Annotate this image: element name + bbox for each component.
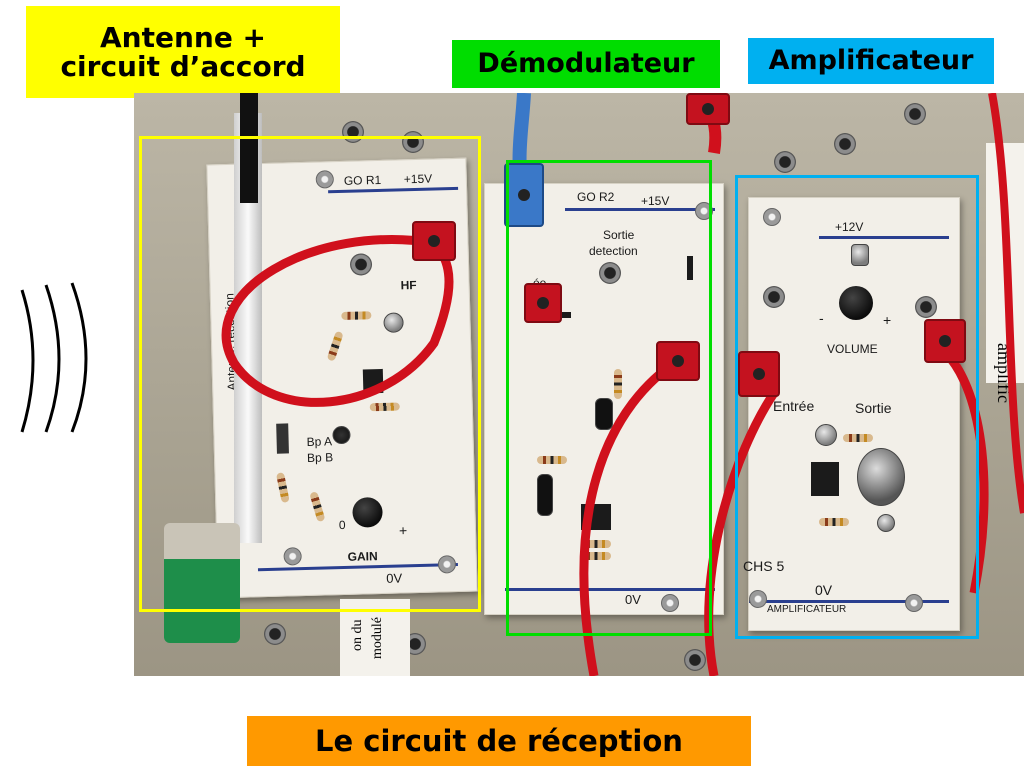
resistor — [843, 434, 873, 442]
power-bus — [819, 236, 949, 239]
capacitor — [877, 514, 895, 532]
antenna-label: Antenne + circuit d’accord — [26, 6, 340, 98]
board-label-plus15: +15V — [641, 194, 670, 208]
board-label-amplificateur: AMPLIFICATEUR — [767, 604, 847, 615]
board-label-plus12: +12V — [835, 220, 864, 234]
red-plug[interactable] — [524, 283, 562, 323]
resistor — [819, 518, 849, 526]
volume-max-label: + — [883, 312, 892, 328]
red-plug[interactable] — [686, 93, 730, 125]
board-label-go-r2: GO R2 — [577, 190, 615, 204]
demodulator-highlight-box — [506, 160, 712, 636]
blue-plug[interactable] — [504, 163, 544, 227]
amplifier-label: Amplificateur — [748, 38, 994, 84]
capacitor — [595, 398, 613, 430]
capacitor — [537, 474, 553, 516]
board-label-entree: Entrée — [773, 398, 815, 414]
ic-chip — [811, 462, 839, 496]
resistor — [537, 456, 567, 464]
screw — [661, 594, 679, 612]
resistor — [581, 552, 611, 560]
red-cable-loop — [221, 235, 454, 407]
screw — [749, 590, 767, 608]
antenna-cap — [240, 93, 258, 203]
amplifier-board: +12V - + VOLUME Entrée Sortie CHS 5 0V A… — [743, 197, 960, 631]
screw — [695, 202, 713, 220]
red-cable-right — [988, 93, 1024, 514]
capacitor — [815, 424, 837, 446]
volume-knob[interactable] — [839, 286, 873, 320]
antenna-highlight-box — [139, 136, 481, 612]
volume-min-label: - — [819, 310, 824, 326]
base-socket — [264, 623, 286, 645]
board-label-chs5: CHS 5 — [743, 558, 785, 574]
red-cable-demod — [579, 359, 677, 676]
board-label-detection: detection — [589, 244, 638, 258]
screw — [905, 594, 923, 612]
board-label-volume: VOLUME — [827, 342, 878, 356]
base-socket — [834, 133, 856, 155]
power-bus — [565, 208, 715, 211]
output-socket[interactable] — [599, 262, 621, 284]
diode — [687, 256, 693, 280]
ground-bus — [505, 588, 715, 591]
red-plug[interactable] — [656, 341, 700, 381]
red-plug[interactable] — [924, 319, 966, 363]
demodulator-label: Démodulateur — [452, 40, 720, 88]
board-label-sortie: Sortie — [855, 400, 892, 416]
output-socket[interactable] — [915, 296, 937, 318]
red-cable-ampli-out — [942, 349, 989, 594]
demodulator-board: GO R2 +15V Sortie detection ée 0V — [484, 183, 724, 615]
red-plug[interactable] — [738, 351, 780, 397]
tuning-knob[interactable] — [164, 523, 240, 643]
resistor — [581, 540, 611, 548]
large-capacitor — [857, 448, 905, 506]
radio-waves-icon — [20, 282, 88, 433]
base-socket — [774, 151, 796, 173]
red-plug[interactable] — [412, 221, 456, 261]
amplifier-highlight-box — [735, 175, 979, 639]
capacitor — [851, 244, 869, 266]
base-socket — [684, 649, 706, 671]
cables — [221, 93, 1024, 676]
screw — [763, 208, 781, 226]
input-socket[interactable] — [763, 286, 785, 308]
caption-label: Le circuit de réception — [247, 716, 751, 766]
ground-bus — [749, 600, 949, 603]
base-socket — [904, 103, 926, 125]
board-label-sortie: Sortie — [603, 228, 635, 242]
board-label-0v: 0V — [625, 592, 641, 607]
board-label-0v: 0V — [815, 582, 833, 598]
